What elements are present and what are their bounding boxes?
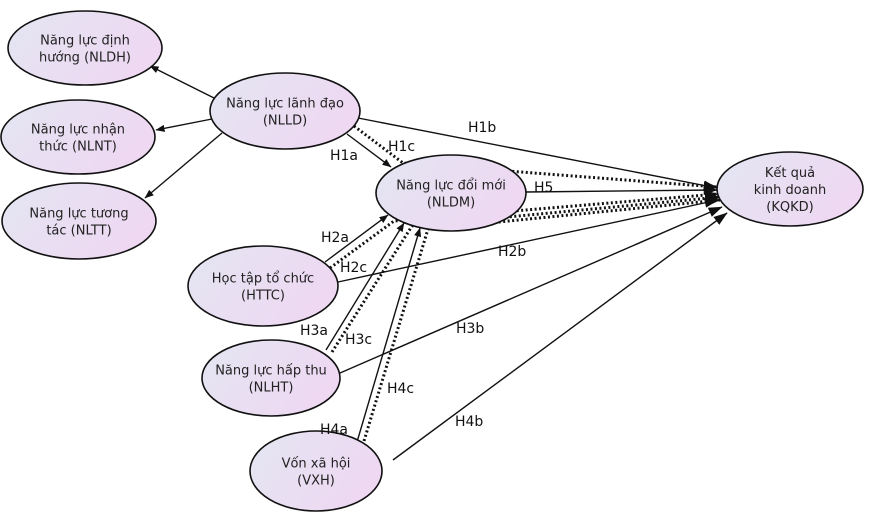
edge-httc-nldm-solid-h2a: [324, 214, 389, 263]
node-label-httc-line-2: (HTTC): [241, 289, 285, 304]
edge-label-h2b: H2b: [498, 244, 526, 260]
node-ellipse-nlnt: [0, 99, 156, 175]
node-ellipse-nltt: [1, 182, 157, 260]
edge-nlld-kqkd-solid-h1b: [357, 117, 718, 191]
edge-vxh-kqkd-solid-h4b: [392, 212, 728, 461]
node-nldh: Năng lực định hướng (NLDH): [7, 10, 163, 86]
node-vxh: Vốn xã hội (VXH): [249, 430, 383, 512]
node-nlht: Năng lực hấp thu (NLHT): [201, 339, 341, 417]
edge-nlld-nldh-solid: [149, 65, 215, 99]
edge-label-h2c: H2c: [340, 260, 367, 276]
edge-label-h2a: H2a: [321, 230, 349, 246]
node-label-nlnt-line-2: thức (NLNT): [39, 140, 117, 155]
edge-nlht-nldm-solid-h3a: [325, 222, 405, 351]
edge-nlld-nltt-solid: [144, 132, 223, 199]
node-label-nlld-line-2: (NLLD): [263, 114, 307, 129]
node-label-nldm-line-2: (NLDM): [427, 196, 475, 211]
edge-httc-kqkd-solid-h2b: [337, 198, 719, 283]
nodes-layer: Năng lực định hướng (NLDH) Năng lực nhận th…: [0, 10, 864, 512]
node-ellipse-vxh: [249, 430, 383, 512]
node-kqkd: Kết quả kinh doanh (KQKD): [716, 151, 864, 227]
edge-label-h3a: H3a: [300, 323, 328, 339]
edge-label-h3b: H3b: [456, 321, 484, 337]
node-ellipse-nlld: [209, 72, 361, 150]
edge-vxh-nldm-solid-h4a: [356, 227, 422, 443]
node-label-httc-line-1: Học tập tổ chức: [212, 272, 314, 287]
edge-nlht-kqkd-solid-h3b: [339, 206, 723, 374]
node-nlld: Năng lực lãnh đạo (NLLD): [209, 72, 361, 150]
node-label-nlld-line-1: Năng lực lãnh đạo: [226, 97, 344, 112]
edge-nlld-kqkd-dotted-h1c: [353, 124, 718, 191]
node-nldm: Năng lực đổi mới (NLDM): [375, 154, 527, 232]
edge-label-h3c: H3c: [345, 332, 372, 348]
edge-nlld-nlnt-solid: [155, 118, 213, 132]
node-label-nldh-line-1: Năng lực định: [40, 34, 130, 49]
node-label-nltt-line-2: tác (NLTT): [46, 224, 111, 239]
node-label-vxh-line-2: (VXH): [297, 474, 335, 489]
node-ellipse-httc: [187, 245, 339, 327]
edge-nlld-nldm-solid-h1a: [346, 133, 392, 168]
edge-label-h1c: H1c: [388, 139, 415, 155]
node-ellipse-nldm: [375, 154, 527, 232]
node-label-kqkd-line-3: (KQKD): [766, 200, 813, 215]
edge-label-h4a: H4a: [320, 422, 348, 438]
node-label-nldh-line-2: hướng (NLDH): [39, 51, 131, 66]
node-nlnt: Năng lực nhận thức (NLNT): [0, 99, 156, 175]
edge-label-h1a: H1a: [330, 148, 358, 164]
edge-label-h1b: H1b: [468, 120, 496, 136]
node-ellipse-nlht: [201, 339, 341, 417]
node-ellipse-nldh: [7, 10, 163, 86]
node-ellipse-kqkd: [716, 151, 864, 227]
edge-label-h4b: H4b: [455, 414, 483, 430]
node-httc: Học tập tổ chức (HTTC): [187, 245, 339, 327]
node-label-vxh-line-1: Vốn xã hội: [282, 457, 351, 472]
node-label-nlht-line-2: (NLHT): [249, 381, 294, 396]
node-label-nldm-line-1: Năng lực đổi mới: [396, 179, 506, 194]
edge-label-h4c: H4c: [387, 381, 414, 397]
edge-label-h5: H5: [534, 180, 553, 196]
node-label-nlht-line-1: Năng lực hấp thu: [215, 364, 327, 379]
node-label-nlnt-line-1: Năng lực nhận: [31, 123, 125, 138]
edge-nldm-kqkd-solid-h5: [525, 185, 718, 196]
node-label-nltt-line-1: Năng lực tương: [29, 207, 128, 222]
node-label-kqkd-line-1: Kết quả: [765, 166, 815, 181]
node-label-kqkd-line-2: kinh doanh: [754, 183, 826, 198]
node-nltt: Năng lực tương tác (NLTT): [1, 182, 157, 260]
